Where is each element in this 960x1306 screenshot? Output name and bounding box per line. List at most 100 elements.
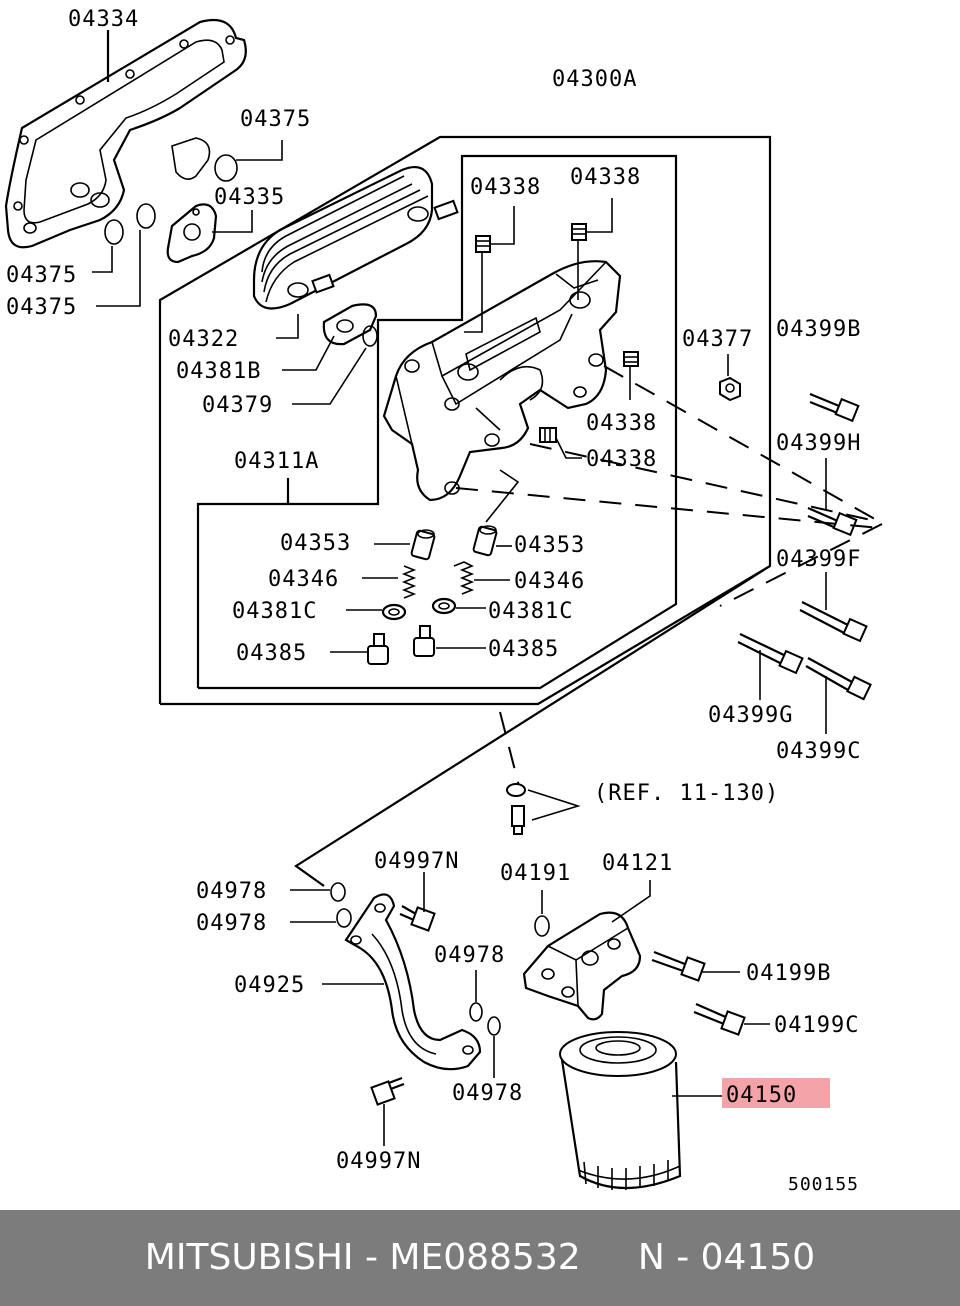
part-label-04379: 04379 xyxy=(202,393,273,418)
part-label-04346: 04346 xyxy=(514,569,585,594)
leader-04338a-2 xyxy=(464,252,483,333)
part-label-04353: 04353 xyxy=(514,533,585,558)
part-label-04199b: 04199B xyxy=(746,961,831,986)
bolt-icon xyxy=(809,392,860,423)
part-label-04375: 04375 xyxy=(6,295,77,320)
part-label-04353: 04353 xyxy=(280,531,351,556)
o-ring-icon xyxy=(104,219,124,245)
leader-04338d xyxy=(555,437,582,459)
nut-icon xyxy=(719,376,741,402)
o-ring-icon xyxy=(214,154,238,182)
filter-head-icon xyxy=(522,911,642,1021)
bolt-icon xyxy=(737,633,804,675)
connector-line xyxy=(294,565,771,887)
part-label-04338: 04338 xyxy=(586,411,657,436)
part-label-04338: 04338 xyxy=(586,447,657,472)
reference-label: (REF. 11-130) xyxy=(594,781,779,806)
spring-icon xyxy=(453,561,475,595)
plug-bolt-icon xyxy=(367,633,389,665)
bolt-icon xyxy=(370,1076,405,1106)
part-label-04375: 04375 xyxy=(6,263,77,288)
part-label-04399b: 04399B xyxy=(776,317,861,342)
leader-04379 xyxy=(292,347,367,405)
part-label-04997n: 04997N xyxy=(336,1149,421,1174)
bolt-icon xyxy=(693,1002,746,1036)
plug-bolt-icon xyxy=(413,625,435,657)
o-ring-icon xyxy=(330,882,346,902)
o-ring-icon xyxy=(534,915,550,937)
gasket-04381b-icon xyxy=(322,303,378,346)
part-label-04300a: 04300A xyxy=(552,67,637,92)
part-label-04399f: 04399F xyxy=(776,547,861,572)
footer-bar: MITSUBISHI - ME088532 N - 04150 xyxy=(0,1210,960,1306)
part-label-04978: 04978 xyxy=(196,911,267,936)
o-ring-icon xyxy=(487,1016,501,1036)
o-ring-icon xyxy=(336,908,352,928)
part-label-04978: 04978 xyxy=(434,943,505,968)
leader-ref xyxy=(527,789,581,821)
bolt-icon xyxy=(799,601,868,643)
leader-04381b xyxy=(282,335,335,371)
dashed-line xyxy=(719,523,883,607)
leader-04375c xyxy=(96,230,141,307)
part-label-04381c: 04381C xyxy=(488,599,573,624)
dashed-line xyxy=(529,443,881,523)
small-gasket-icon xyxy=(171,137,211,180)
part-label-04381c: 04381C xyxy=(232,599,317,624)
leader-04375a xyxy=(236,140,283,161)
exploded-parts-diagram: 04334 04300A 04375 04335 04375 04375 043… xyxy=(4,7,883,1195)
oil-pipe-icon xyxy=(344,893,482,1071)
fitting-icon xyxy=(506,783,526,797)
leader-04375b xyxy=(92,246,113,273)
part-label-04191: 04191 xyxy=(500,861,571,886)
part-number-caption: MITSUBISHI - ME088532 N - 04150 xyxy=(144,1237,816,1278)
plug-icon xyxy=(571,223,587,241)
part-label-04399c: 04399C xyxy=(776,739,861,764)
plug-icon xyxy=(539,427,557,443)
plug-icon xyxy=(475,235,491,253)
leader-04322 xyxy=(276,314,299,339)
part-label-04311a: 04311A xyxy=(234,449,319,474)
part-label-04385: 04385 xyxy=(236,641,307,666)
o-ring-icon xyxy=(362,325,378,347)
part-label-04925: 04925 xyxy=(234,973,305,998)
leader-04335 xyxy=(212,210,253,233)
part-label-04375: 04375 xyxy=(240,107,311,132)
diagram-code: 500155 xyxy=(788,1174,859,1195)
washer-icon xyxy=(381,603,407,621)
part-label-04334: 04334 xyxy=(68,7,139,32)
part-label-04199c: 04199C xyxy=(774,1013,859,1038)
part-label-04150: 04150 xyxy=(726,1083,797,1108)
oil-cooler-housing-icon xyxy=(382,260,622,502)
plate-icon xyxy=(166,203,218,264)
spring-icon xyxy=(401,565,417,599)
leader-04121 xyxy=(611,880,651,923)
part-label-04121: 04121 xyxy=(602,851,673,876)
leader-04353b-2 xyxy=(485,469,520,523)
part-label-04377: 04377 xyxy=(682,327,753,352)
part-label-04385: 04385 xyxy=(488,637,559,662)
o-ring-icon xyxy=(469,1002,483,1022)
bolt-icon xyxy=(399,905,436,932)
bolt-icon xyxy=(805,657,872,701)
part-label-04335: 04335 xyxy=(214,185,285,210)
part-label-04322: 04322 xyxy=(168,327,239,352)
washer-icon xyxy=(431,597,457,615)
oil-cooler-element-icon xyxy=(252,166,459,310)
gasket-icon xyxy=(4,18,247,249)
part-label-04978: 04978 xyxy=(196,879,267,904)
part-label-04978: 04978 xyxy=(452,1081,523,1106)
valve-cap-icon xyxy=(410,529,436,561)
part-label-04997n: 04997N xyxy=(374,849,459,874)
part-label-04338: 04338 xyxy=(570,165,641,190)
dashed-line xyxy=(499,711,521,791)
assembly-frame xyxy=(158,135,772,706)
fitting-icon xyxy=(511,805,525,835)
part-label-04338: 04338 xyxy=(470,175,541,200)
leader-04338b xyxy=(586,198,613,233)
plug-icon xyxy=(623,351,639,367)
part-label-04399g: 04399G xyxy=(708,703,793,728)
part-label-04346: 04346 xyxy=(268,567,339,592)
dashed-line xyxy=(603,365,881,523)
